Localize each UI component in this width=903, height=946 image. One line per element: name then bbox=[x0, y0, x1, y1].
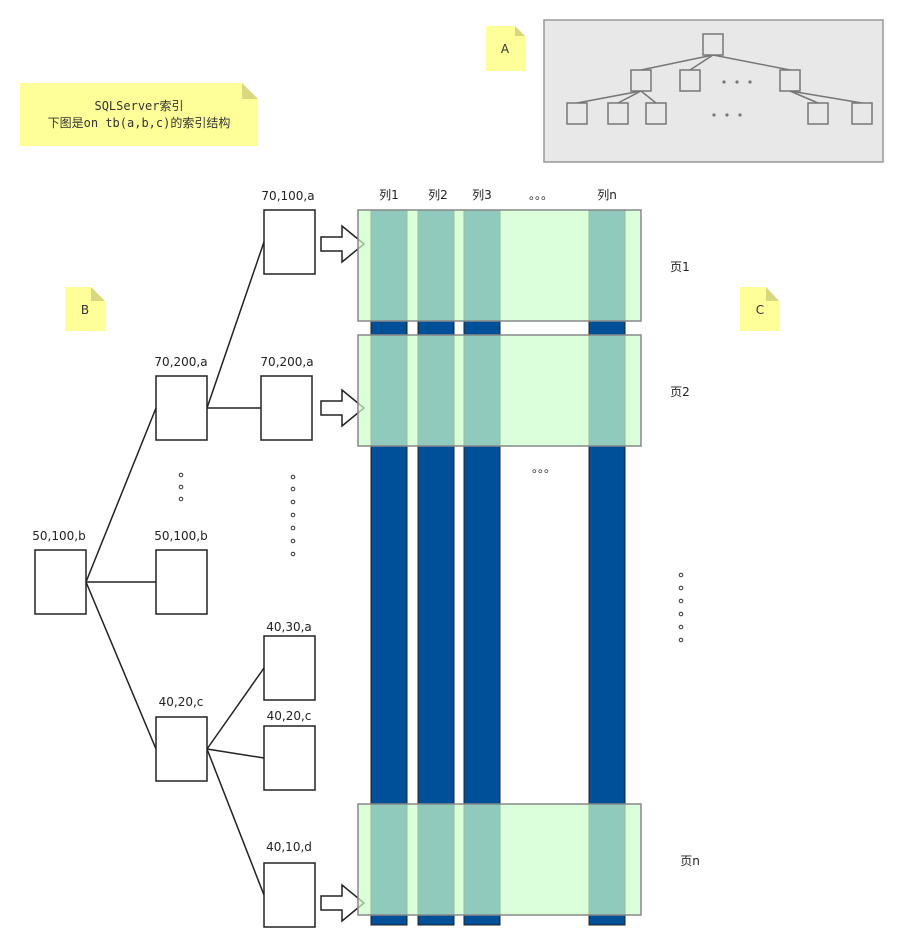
page-bands bbox=[357, 209, 642, 916]
tree-b-level1-node-3: 40,20,c bbox=[155, 695, 208, 782]
tree-node bbox=[607, 102, 629, 125]
page-ellipsis-horizontal: 。。。 bbox=[532, 461, 556, 475]
arrows bbox=[320, 224, 366, 923]
column-header-2: 列2 bbox=[428, 188, 448, 202]
tree-panel-a bbox=[543, 19, 884, 163]
note-a: A bbox=[486, 26, 525, 71]
tree-node bbox=[779, 69, 801, 92]
page-ellipsis-vertical bbox=[678, 572, 684, 643]
note-b-label: B bbox=[81, 303, 89, 317]
tree-b-level1-node-1: 70,200,a bbox=[154, 355, 208, 441]
tree-b-level2-node-1: 70,100,a bbox=[261, 189, 316, 275]
column-header-3: 列3 bbox=[472, 188, 492, 202]
arrow-right-icon bbox=[320, 883, 366, 923]
node-label: 40,20,c bbox=[267, 709, 312, 723]
tree-b-level1-node-2: 50,100,b bbox=[154, 529, 208, 615]
page-label-1: 页1 bbox=[670, 260, 690, 274]
node-label: 40,20,c bbox=[159, 695, 204, 709]
node-label: 70,200,a bbox=[154, 355, 207, 369]
tree-node bbox=[679, 69, 701, 92]
arrow-right-icon bbox=[320, 224, 366, 264]
column-header-ellipsis: 。。。 bbox=[529, 188, 553, 202]
tree-node bbox=[851, 102, 873, 125]
tree-b-root: 50,100,b bbox=[32, 529, 87, 615]
tree-b-ellipsis-dots bbox=[178, 472, 296, 557]
tree-panel-ellipsis bbox=[712, 80, 752, 117]
arrow-right-icon bbox=[320, 388, 366, 428]
page-labels: 页1 页2 页n bbox=[670, 260, 700, 868]
note-c-label: C bbox=[756, 303, 764, 317]
tree-node bbox=[807, 102, 829, 125]
node-label: 70,200,a bbox=[260, 355, 313, 369]
column-header-n: 列n bbox=[597, 188, 617, 202]
tree-node bbox=[630, 69, 652, 92]
node-label: 40,30,a bbox=[266, 620, 312, 634]
node-label: 40,10,d bbox=[266, 840, 312, 854]
column-header-1: 列1 bbox=[379, 188, 399, 202]
tree-b-level2-node-5: 40,10,d bbox=[263, 840, 316, 928]
tree-b-connectors bbox=[85, 241, 265, 896]
page-band-2 bbox=[357, 334, 642, 447]
page-label-2: 页2 bbox=[670, 385, 690, 399]
note-b: B bbox=[65, 287, 105, 331]
page-label-n: 页n bbox=[680, 854, 700, 868]
tree-b-level2-node-3: 40,30,a bbox=[263, 620, 316, 701]
note-c: C bbox=[740, 287, 779, 331]
node-label: 70,100,a bbox=[261, 189, 314, 203]
note-a-label: A bbox=[501, 42, 510, 56]
tree-b-level2-node-4: 40,20,c bbox=[263, 709, 316, 791]
note-main: SQLServer索引 下图是on tb(a,b,c)的索引结构 bbox=[20, 83, 258, 146]
tree-node bbox=[566, 102, 588, 125]
tree-b-level2-node-2: 70,200,a bbox=[260, 355, 314, 441]
node-label: 50,100,b bbox=[154, 529, 207, 543]
tree-node-root bbox=[702, 33, 724, 56]
page-band-n bbox=[357, 803, 642, 916]
column-headers: 列1 列2 列3 。。。 列n bbox=[379, 188, 617, 202]
tree-node bbox=[645, 102, 667, 125]
page-band-1 bbox=[357, 209, 642, 322]
note-main-line2: 下图是on tb(a,b,c)的索引结构 bbox=[48, 115, 231, 130]
node-label: 50,100,b bbox=[32, 529, 85, 543]
note-main-line1: SQLServer索引 bbox=[94, 99, 183, 113]
